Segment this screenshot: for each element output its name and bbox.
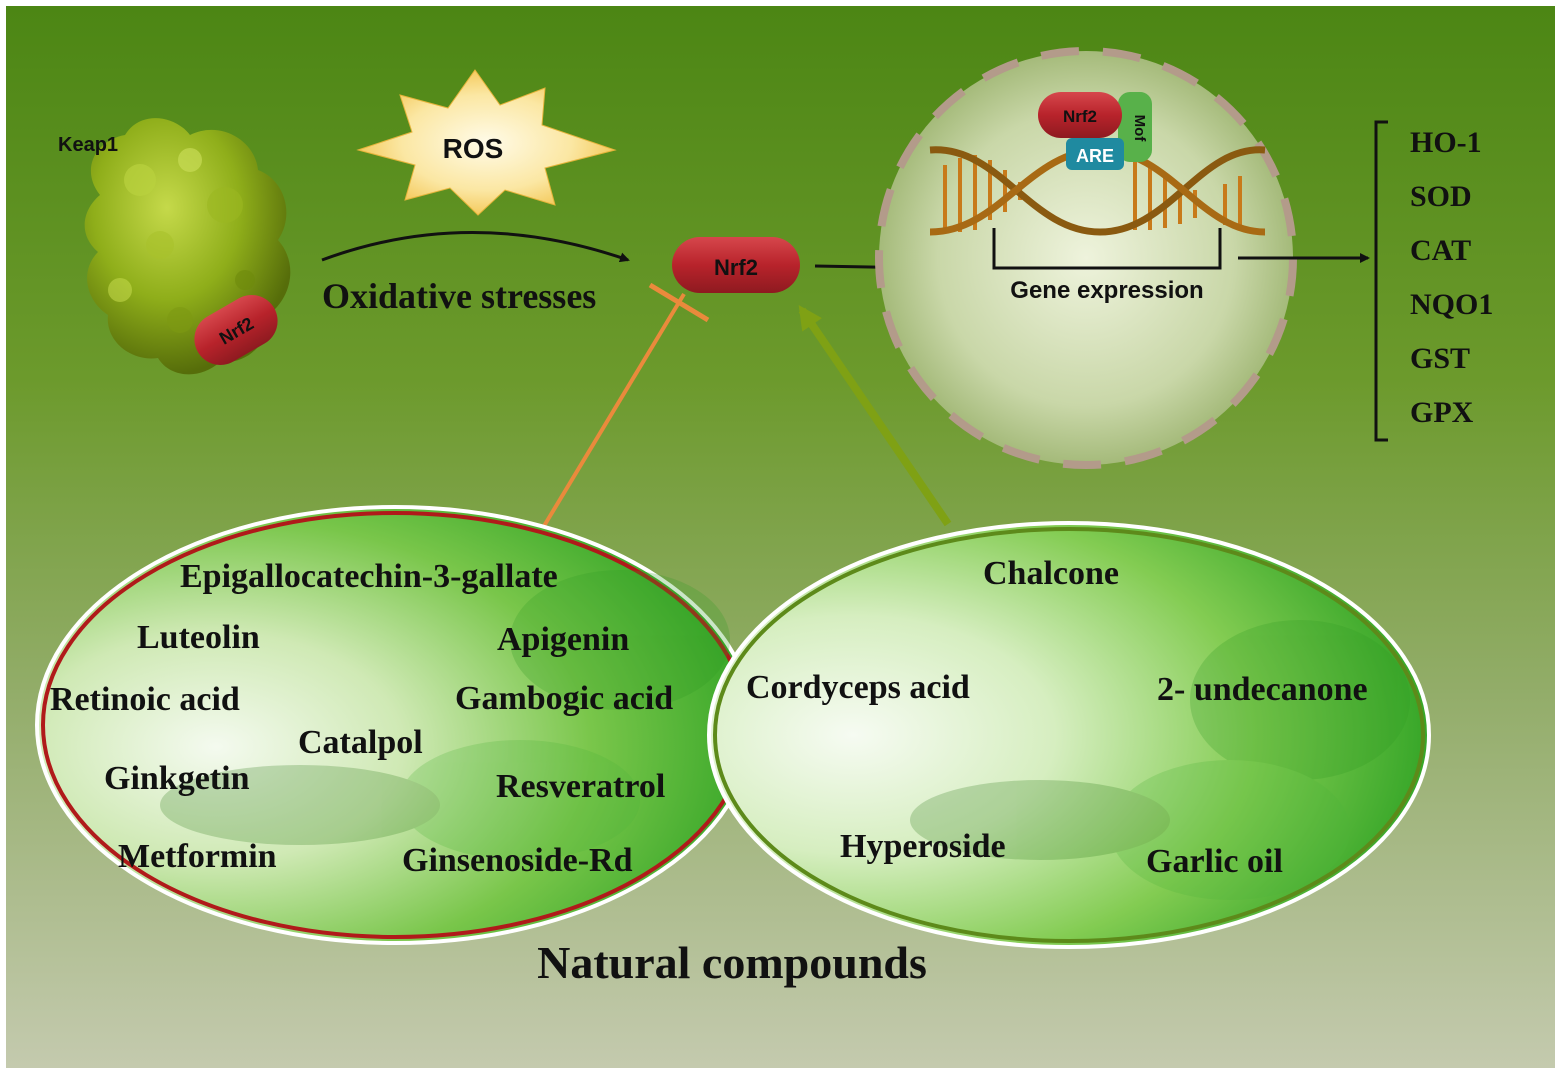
target-gene-item: HO-1: [1410, 126, 1482, 159]
keap1-label: Keap1: [58, 134, 118, 156]
nrf2-center-pill: [672, 237, 800, 293]
inhibitor-compound-item: Luteolin: [137, 619, 260, 656]
inhibitor-compound-item: Metformin: [118, 838, 277, 875]
target-gene-item: SOD: [1410, 180, 1472, 213]
target-gene-item: NQO1: [1410, 288, 1493, 321]
natural-compounds-label: Natural compounds: [537, 937, 927, 988]
nrf2-center-label: Nrf2: [714, 255, 758, 280]
inhibitor-compound-item: Ginsenoside-Rd: [402, 842, 633, 879]
oxidative-stresses-label: Oxidative stresses: [322, 276, 596, 316]
inhibition-bar: [648, 282, 710, 323]
leaf-texture-left: [160, 570, 730, 860]
inhibitor-compound-item: Gambogic acid: [455, 680, 673, 717]
inhibition-line: [542, 292, 686, 528]
inhibitor-compound-item: Apigenin: [497, 621, 629, 658]
oxidative-stress-arrow: [321, 231, 630, 263]
inhibitor-compound-item: Retinoic acid: [50, 681, 240, 718]
target-genes-bracket: [1374, 120, 1388, 442]
nrf2-nucleus-pill: [1038, 92, 1122, 138]
activator-compound-item: Hyperoside: [840, 828, 1006, 865]
activator-compound-item: Cordyceps acid: [746, 669, 970, 706]
activator-oval: [707, 521, 1431, 949]
ros-label: ROS: [443, 133, 504, 164]
target-gene-item: CAT: [1410, 234, 1471, 267]
activator-compound-item: Chalcone: [983, 555, 1119, 592]
target-gene-item: GPX: [1410, 396, 1474, 429]
activator-compound-item: 2- undecanone: [1157, 671, 1368, 708]
activation-arrow: [798, 305, 952, 527]
activator-compound-item: Garlic oil: [1146, 843, 1283, 880]
nrf2-nucleus-label: Nrf2: [1063, 107, 1097, 126]
are-block: [1066, 138, 1124, 170]
inhibitor-compound-item: Catalpol: [298, 724, 423, 761]
leaf-texture-right: [910, 620, 1410, 900]
activator-oval-border: [713, 527, 1425, 943]
inhibitor-compound-item: Resveratrol: [496, 768, 665, 805]
target-gene-item: GST: [1410, 342, 1470, 375]
nrf2-bound-pill: [194, 295, 278, 365]
inhibitor-compound-item: Ginkgetin: [104, 760, 250, 797]
are-label: ARE: [1076, 146, 1114, 166]
gene-expression-bracket: [992, 228, 1222, 270]
mof-label: Mof: [1131, 115, 1148, 143]
inhibitor-compound-item: Epigallocatechin-3-gallate: [180, 558, 558, 595]
gene-expression-label: Gene expression: [1010, 277, 1203, 304]
mof-block: [1118, 92, 1152, 162]
ros-burst-icon: [356, 69, 617, 216]
